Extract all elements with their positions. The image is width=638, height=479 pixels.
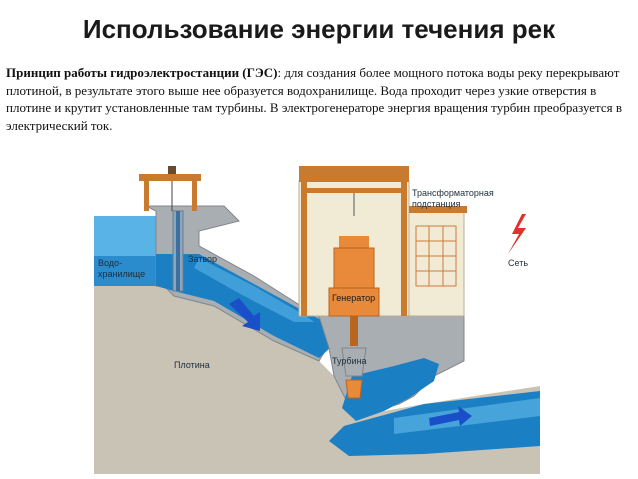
label-substation-1: Трансформаторная — [412, 188, 494, 198]
description-text: : для создания более мощного потока воды… — [6, 65, 623, 133]
gate-crane — [139, 166, 201, 211]
turbine — [341, 347, 367, 399]
label-grid: Сеть — [508, 258, 528, 268]
flow-arrows — [229, 298, 472, 426]
label-reservoir-2: хранилище — [98, 269, 145, 279]
label-dam: Плотина — [174, 360, 210, 370]
label-substation-2: подстанция — [412, 199, 461, 209]
substation-building — [408, 206, 467, 317]
label-turbine: Турбина — [332, 356, 367, 366]
description: Принцип работы гидроэлектростанции (ГЭС)… — [6, 64, 628, 134]
flow-arrow-outlet — [429, 406, 472, 426]
hydro-plant-diagram: Водо- хранилище Затвор Плотина Генератор… — [94, 136, 540, 474]
flow-arrow-penstock — [229, 298, 260, 331]
lightning-icon — [508, 214, 526, 254]
label-gate: Затвор — [188, 254, 217, 264]
description-term: Принцип работы гидроэлектростанции (ГЭС) — [6, 65, 278, 80]
page-title: Использование энергии течения рек — [82, 14, 556, 44]
label-reservoir-1: Водо- — [98, 258, 122, 268]
label-generator: Генератор — [332, 293, 375, 303]
generator — [328, 236, 380, 346]
draft-tube-water — [342, 358, 439, 421]
